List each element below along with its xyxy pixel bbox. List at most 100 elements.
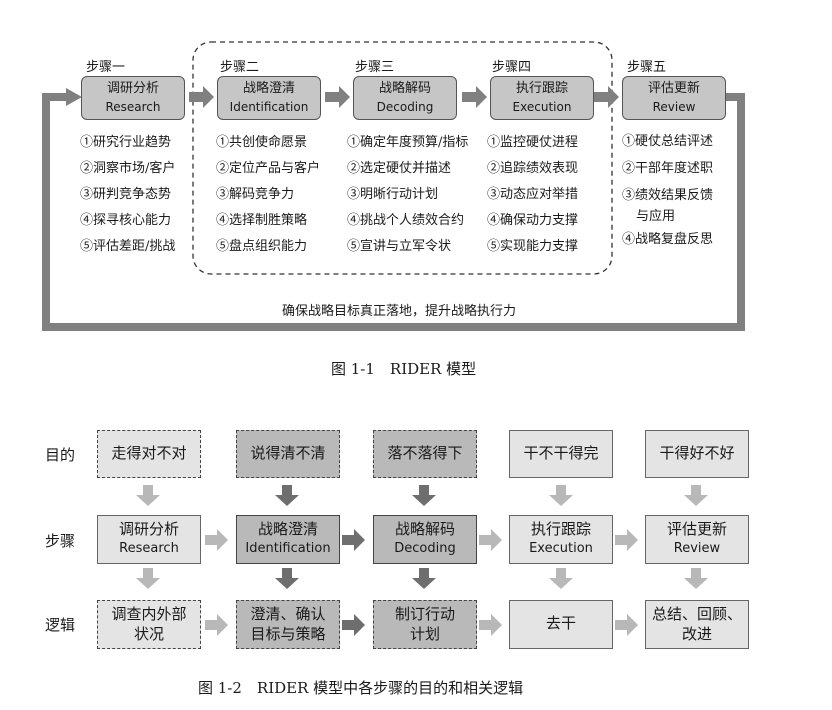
step-box-2-title: 战略澄清	[257, 520, 318, 538]
step5-items: ①硬仗总结评述 ②干部年度述职 ③绩效结果反馈 与应用 ④战略复盘反思	[622, 130, 713, 252]
step-box-3-title: 战略解码	[394, 520, 455, 538]
logic-box-4: 去干	[509, 600, 613, 649]
row-label-purpose: 目的	[45, 446, 76, 464]
step5-en: Review	[652, 100, 696, 114]
logic-box-1-line1: 调查内外部	[111, 605, 187, 623]
step-box-1-title: 调研分析	[118, 520, 179, 538]
down-arrows-row1	[136, 485, 708, 506]
step1-box: 调研分析 Research	[81, 76, 185, 120]
step4-en: Execution	[512, 100, 572, 114]
step-box-4-title: 执行跟踪	[530, 520, 591, 538]
logic-box-2-line1: 澄清、确认	[250, 605, 326, 623]
list-item: ⑤宣讲与立军令状	[347, 239, 452, 254]
step5-box: 评估更新 Review	[622, 76, 726, 120]
step5-label: 步骤五	[627, 60, 667, 75]
logic-box-4-line1: 去干	[545, 614, 576, 632]
step-box-3-en: Decoding	[394, 541, 456, 556]
step-box-2: 战略澄清 Identification	[236, 515, 340, 564]
step4-label: 步骤四	[492, 60, 532, 75]
right-arrows-logic	[205, 614, 638, 636]
step-box-3: 战略解码 Decoding	[373, 515, 477, 564]
step-box-1: 调研分析 Research	[97, 515, 201, 564]
list-item: ③绩效结果反馈	[622, 188, 714, 203]
logic-box-5-line1: 总结、回顾、	[651, 605, 742, 623]
step3-en: Decoding	[376, 100, 434, 114]
step-box-2-en: Identification	[245, 541, 331, 556]
purpose-box-4: 干不干得完	[509, 430, 613, 478]
step-box-4: 执行跟踪 Execution	[509, 515, 613, 564]
list-item: ④挑战个人绩效合约	[347, 213, 465, 228]
feedback-loop-line	[42, 93, 745, 331]
logic-box-1-line2: 状况	[133, 625, 164, 643]
list-item: 与应用	[636, 209, 676, 224]
figure2-caption: 图 1-2 RIDER 模型中各步骤的目的和相关逻辑	[198, 679, 524, 697]
list-item: ⑤实现能力支撑	[487, 239, 579, 254]
loop-text: 确保战略目标真正落地，提升战略执行力	[282, 304, 517, 319]
step-box-5: 评估更新 Review	[645, 515, 749, 564]
logic-box-5-line2: 改进	[681, 625, 712, 643]
list-item: ④确保动力支撑	[487, 213, 579, 228]
step-box-5-en: Review	[673, 541, 721, 556]
list-item: ③动态应对举措	[487, 187, 579, 202]
arrow-4-5	[594, 86, 619, 108]
purpose-box-3: 落不落得下	[373, 430, 477, 478]
list-item: ①硬仗总结评述	[622, 134, 714, 149]
purpose-box-1: 走得对不对	[97, 430, 201, 478]
step-arrows	[189, 86, 619, 108]
list-item: ④选择制胜策略	[216, 213, 308, 228]
step4-items: ①监控硬仗进程 ②追踪绩效表现 ③动态应对举措 ④确保动力支撑 ⑤实现能力支撑	[487, 130, 578, 260]
logic-box-3-line2: 计划	[409, 625, 440, 643]
step-box-4-en: Execution	[529, 541, 593, 556]
logic-box-2-line2: 目标与策略	[250, 625, 326, 643]
step4-box: 执行跟踪 Execution	[490, 76, 594, 120]
list-item: ④探寻核心能力	[80, 213, 172, 228]
row-label-steps: 步骤	[45, 532, 76, 550]
list-item: ②洞察市场/客户	[80, 161, 176, 176]
right-arrows-steps	[205, 529, 638, 551]
list-item: ⑤盘点组织能力	[216, 239, 308, 254]
list-item: ②干部年度述职	[622, 161, 714, 176]
list-item: ①监控硬仗进程	[487, 135, 579, 150]
list-item: ②定位产品与客户	[216, 161, 321, 176]
logic-box-1: 调查内外部 状况	[97, 600, 201, 649]
list-item: ③解码竞争力	[216, 187, 295, 202]
dashed-group-border	[192, 41, 613, 275]
step2-label: 步骤二	[220, 60, 260, 75]
step2-items: ①共创使命愿景 ②定位产品与客户 ③解码竞争力 ④选择制胜策略 ⑤盘点组织能力	[216, 130, 320, 260]
step1-items: ①研究行业趋势 ②洞察市场/客户 ③研判竞争态势 ④探寻核心能力 ⑤评估差距/挑…	[80, 130, 175, 260]
logic-box-5: 总结、回顾、 改进	[645, 600, 749, 649]
row-label-logic: 逻辑	[45, 616, 76, 634]
step3-box: 战略解码 Decoding	[353, 76, 457, 120]
list-item: ⑤评估差距/挑战	[80, 239, 176, 254]
step1-label: 步骤一	[86, 60, 126, 75]
list-item: ①共创使命愿景	[216, 135, 308, 150]
arrow-2-3	[325, 86, 350, 108]
step-box-1-en: Research	[119, 541, 179, 556]
step1-en: Research	[105, 100, 161, 114]
loop-arrowhead	[66, 88, 82, 106]
list-item: ①研究行业趋势	[80, 135, 172, 150]
step1-title: 调研分析	[106, 81, 159, 96]
list-item: ②追踪绩效表现	[487, 161, 579, 176]
logic-box-2: 澄清、确认 目标与策略	[236, 600, 340, 649]
list-item: ③明晰行动计划	[347, 187, 439, 202]
list-item: ④战略复盘反思	[622, 232, 714, 247]
list-item: ③研判竞争态势	[80, 187, 172, 202]
step2-en: Identification	[229, 100, 309, 114]
purpose-box-2: 说得清不清	[236, 430, 340, 478]
step3-items: ①确定年度预算/指标 ②选定硬仗并描述 ③明晰行动计划 ④挑战个人绩效合约 ⑤宣…	[347, 130, 468, 260]
step3-title: 战略解码	[378, 81, 431, 96]
step2-title: 战略澄清	[242, 81, 295, 96]
purpose-box-5: 干得好不好	[645, 430, 749, 478]
list-item: ①确定年度预算/指标	[347, 135, 469, 150]
arrow-3-4	[462, 86, 487, 108]
logic-box-3-line1: 制订行动	[394, 605, 455, 623]
step-box-5-title: 评估更新	[666, 520, 727, 538]
step5-title: 评估更新	[647, 81, 700, 96]
step2-box: 战略澄清 Identification	[217, 76, 321, 120]
list-item: ②选定硬仗并描述	[347, 161, 452, 176]
logic-box-3: 制订行动 计划	[373, 600, 477, 649]
step3-label: 步骤三	[355, 60, 395, 75]
